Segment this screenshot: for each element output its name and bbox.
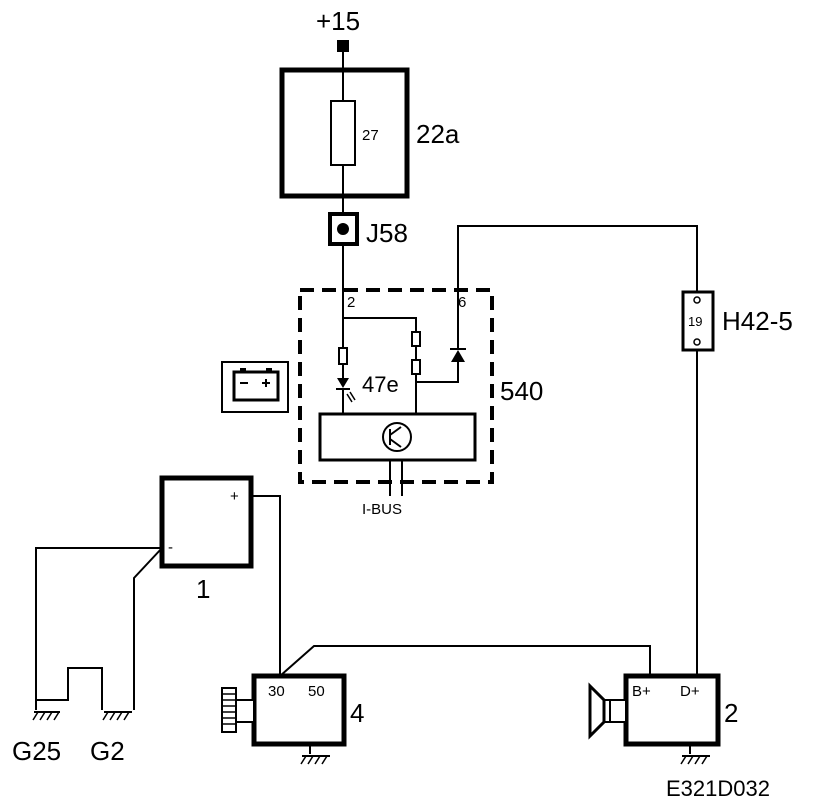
alternator-label: 2 <box>724 698 738 728</box>
module-label: 540 <box>500 376 543 406</box>
alternator-pulley-icon <box>588 682 627 740</box>
supply-label: +15 <box>316 6 360 36</box>
battery <box>159 475 254 569</box>
battery-minus-label: - <box>168 539 173 556</box>
connector-h42-pin-top <box>693 296 701 304</box>
pin-6-label: 6 <box>458 294 466 311</box>
wire-ground-bridge <box>36 667 103 710</box>
transistor-emitter <box>389 438 402 448</box>
resistor-lower <box>411 359 421 375</box>
transistor-collector <box>389 426 402 436</box>
wire-battery-minus-g2 <box>133 547 163 710</box>
ground-g2-label: G2 <box>90 736 125 766</box>
resistor-upper <box>411 331 421 347</box>
led-47e <box>337 378 349 388</box>
led-label: 47e <box>362 372 399 397</box>
starter <box>251 673 347 747</box>
h42-pin-label: 19 <box>688 314 702 329</box>
alternator-b-plus-label: B+ <box>632 683 651 700</box>
alternator-d-plus-label: D+ <box>680 683 700 700</box>
diagram-code: E321D032 <box>666 776 770 801</box>
transistor <box>382 422 412 452</box>
starter-pinion-icon <box>221 687 255 733</box>
alternator <box>623 673 721 747</box>
connector-j58-label: J58 <box>366 218 408 248</box>
connector-h42-label: H42-5 <box>722 306 793 336</box>
starter-pin-30-label: 30 <box>268 683 285 700</box>
wire-battery-minus-g25 <box>35 547 162 710</box>
module-540-boundary <box>298 288 494 484</box>
bus-label: I-BUS <box>362 501 402 518</box>
starter-pin-50-label: 50 <box>308 683 325 700</box>
starter-label: 4 <box>350 698 364 728</box>
supply-terminal <box>337 40 349 52</box>
led-ray-2 <box>349 391 356 401</box>
ground-alternator-symbol <box>680 744 710 765</box>
fuse-27 <box>330 100 356 166</box>
led-ray-1 <box>346 393 353 403</box>
wire-starter-to-alternator <box>279 645 651 677</box>
connector-j58-pin <box>337 223 349 235</box>
wire-pin2-branch <box>343 317 417 332</box>
wire-battery-plus <box>251 495 281 676</box>
pin-2-label: 2 <box>347 294 355 311</box>
wire-diode-link <box>416 362 459 383</box>
battery-plus-label: + <box>230 488 239 505</box>
battery-warning-icon <box>232 370 280 402</box>
fuse-number-label: 27 <box>362 127 379 144</box>
ground-g25-label: G25 <box>12 736 61 766</box>
ground-g25-symbol <box>32 711 60 721</box>
ground-starter-symbol <box>300 744 330 765</box>
ground-g2-symbol <box>102 711 132 721</box>
led-resistor <box>338 347 348 365</box>
battery-warning-terminal-left <box>240 368 246 372</box>
diode <box>451 350 465 362</box>
connector-h42-pin-bottom <box>693 338 701 346</box>
fuse-box-label: 22a <box>416 119 460 149</box>
wire-pin6-to-h42 <box>457 225 698 292</box>
battery-label: 1 <box>196 574 210 604</box>
battery-warning-terminal-right <box>266 368 272 372</box>
